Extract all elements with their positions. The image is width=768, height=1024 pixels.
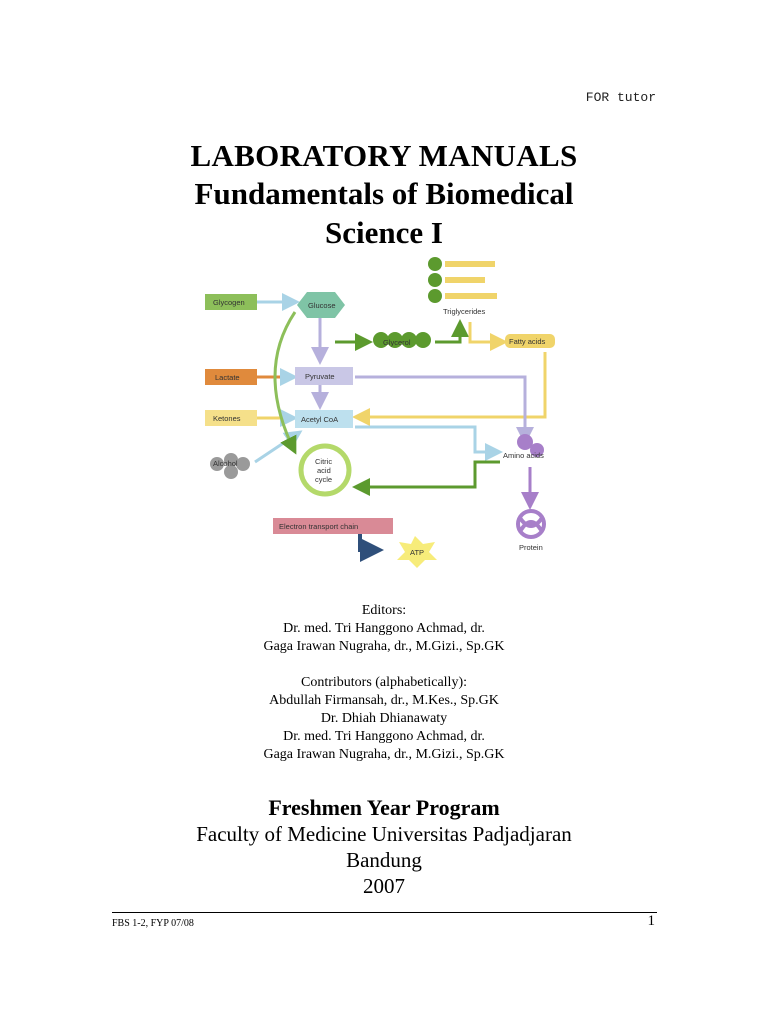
faculty-name: Faculty of Medicine Universitas Padjadja… bbox=[196, 822, 572, 846]
fatty-acids-icon bbox=[505, 334, 555, 348]
svg-text:Citric: Citric bbox=[315, 457, 332, 466]
title-line-3: Science I bbox=[325, 215, 443, 250]
year: 2007 bbox=[363, 874, 405, 898]
pyruvate-box bbox=[295, 367, 353, 385]
atp-star bbox=[397, 536, 437, 568]
metabolism-diagram: Glycogen Glucose Triglycerides Glycerol … bbox=[195, 252, 575, 572]
svg-text:Amino acids: Amino acids bbox=[503, 451, 544, 460]
svg-text:Triglycerides: Triglycerides bbox=[443, 307, 485, 316]
svg-text:cycle: cycle bbox=[315, 475, 332, 484]
glycogen-box bbox=[205, 294, 257, 310]
footer-rule bbox=[112, 912, 657, 913]
svg-text:Alcohol: Alcohol bbox=[213, 459, 238, 468]
svg-text:Fatty acids: Fatty acids bbox=[509, 337, 546, 346]
svg-text:Lactate: Lactate bbox=[215, 373, 240, 382]
title-line-2: Fundamentals of Biomedical bbox=[194, 176, 574, 211]
svg-text:Electron transport chain: Electron transport chain bbox=[279, 522, 358, 531]
contributor-name: Dr. Dhiah Dhianawaty bbox=[320, 711, 448, 726]
contributor-name: Gaga Irawan Nugraha, dr., M.Gizi., Sp.GK bbox=[263, 747, 505, 762]
page-number: 1 bbox=[647, 913, 656, 929]
editors-heading: Editors: bbox=[361, 603, 407, 618]
svg-text:ATP: ATP bbox=[410, 548, 424, 557]
city: Bandung bbox=[346, 848, 422, 872]
lactate-box bbox=[205, 369, 257, 385]
metabolism-diagram-svg: Glycogen Glucose Triglycerides Glycerol … bbox=[205, 257, 555, 568]
svg-text:Acetyl CoA: Acetyl CoA bbox=[301, 415, 338, 424]
glycerol-icon bbox=[373, 332, 431, 348]
editor-name: Dr. med. Tri Hanggono Achmad, dr. bbox=[283, 621, 485, 636]
svg-text:Protein: Protein bbox=[519, 543, 543, 552]
title-line-1: LABORATORY MANUALS bbox=[190, 138, 578, 173]
svg-text:Glucose: Glucose bbox=[308, 301, 336, 310]
svg-text:Pyruvate: Pyruvate bbox=[305, 372, 335, 381]
program-block: Freshmen Year Program Faculty of Medicin… bbox=[0, 795, 768, 899]
glucose-hexagon bbox=[297, 292, 345, 318]
acetyl-coa-box bbox=[295, 410, 353, 428]
triglycerides-icon bbox=[428, 257, 442, 303]
ketones-box bbox=[205, 410, 257, 426]
alcohol-icon bbox=[210, 453, 250, 479]
protein-icon bbox=[516, 509, 546, 539]
contributors-heading: Contributors (alphabetically): bbox=[300, 675, 467, 690]
contributor-name: Dr. med. Tri Hanggono Achmad, dr. bbox=[283, 729, 485, 744]
tutor-tag: FOR tutor bbox=[585, 90, 656, 105]
credits: Editors: Dr. med. Tri Hanggono Achmad, d… bbox=[0, 602, 768, 764]
svg-text:Glycogen: Glycogen bbox=[213, 298, 245, 307]
editor-name: Gaga Irawan Nugraha, dr., M.Gizi., Sp.GK bbox=[263, 639, 505, 654]
contributor-name: Abdullah Firmansah, dr., M.Kes., Sp.GK bbox=[269, 693, 499, 708]
triglycerides-chains bbox=[445, 261, 497, 299]
electron-transport-chain-box bbox=[273, 518, 393, 534]
amino-acids-icon bbox=[517, 434, 544, 457]
svg-text:Glycerol: Glycerol bbox=[383, 338, 411, 347]
svg-text:Ketones: Ketones bbox=[213, 414, 241, 423]
footer-course-code: FBS 1-2, FYP 07/08 bbox=[112, 918, 194, 929]
title-block: LABORATORY MANUALS Fundamentals of Biome… bbox=[0, 138, 768, 252]
svg-text:acid: acid bbox=[317, 466, 331, 475]
program-heading: Freshmen Year Program bbox=[268, 795, 500, 820]
